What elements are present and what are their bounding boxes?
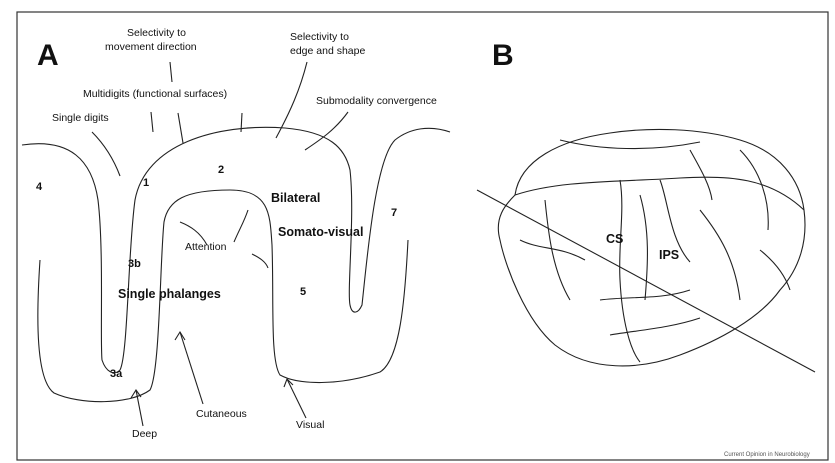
label-area-2: 2 <box>218 164 224 176</box>
panel-a: A Selectivity to movement direction Sele… <box>22 27 450 440</box>
label-single-phalanges: Single phalanges <box>118 287 221 301</box>
label-area-1: 1 <box>143 177 149 189</box>
label-selectivity-movement-2: movement direction <box>105 41 197 53</box>
label-area-3b: 3b <box>128 258 141 270</box>
cortex-outline-left <box>22 127 450 372</box>
panel-a-letter: A <box>37 39 59 72</box>
label-selectivity-edge-2: edge and shape <box>290 45 365 57</box>
label-single-digits: Single digits <box>52 112 109 124</box>
panel-b: B CS IPS <box>477 39 815 372</box>
label-selectivity-edge-1: Selectivity to <box>290 31 349 43</box>
label-somato-visual: Somato-visual <box>278 225 363 239</box>
section-plane-line <box>477 190 815 372</box>
label-bilateral: Bilateral <box>271 191 320 205</box>
label-selectivity-movement-1: Selectivity to <box>127 27 186 39</box>
label-area-3a: 3a <box>110 368 123 380</box>
label-area-5: 5 <box>300 286 306 298</box>
label-multidigits: Multidigits (functional surfaces) <box>83 88 227 100</box>
label-visual: Visual <box>296 419 324 431</box>
label-cs: CS <box>606 232 623 246</box>
label-area-4: 4 <box>36 181 43 193</box>
label-submodality: Submodality convergence <box>316 95 437 107</box>
label-ips: IPS <box>659 248 679 262</box>
credit-text: Current Opinion in Neurobiology <box>724 452 810 458</box>
label-deep: Deep <box>132 428 157 440</box>
cortex-outline-inner <box>38 190 408 402</box>
label-area-7: 7 <box>391 207 397 219</box>
panel-b-letter: B <box>492 39 514 72</box>
label-cutaneous: Cutaneous <box>196 408 247 420</box>
